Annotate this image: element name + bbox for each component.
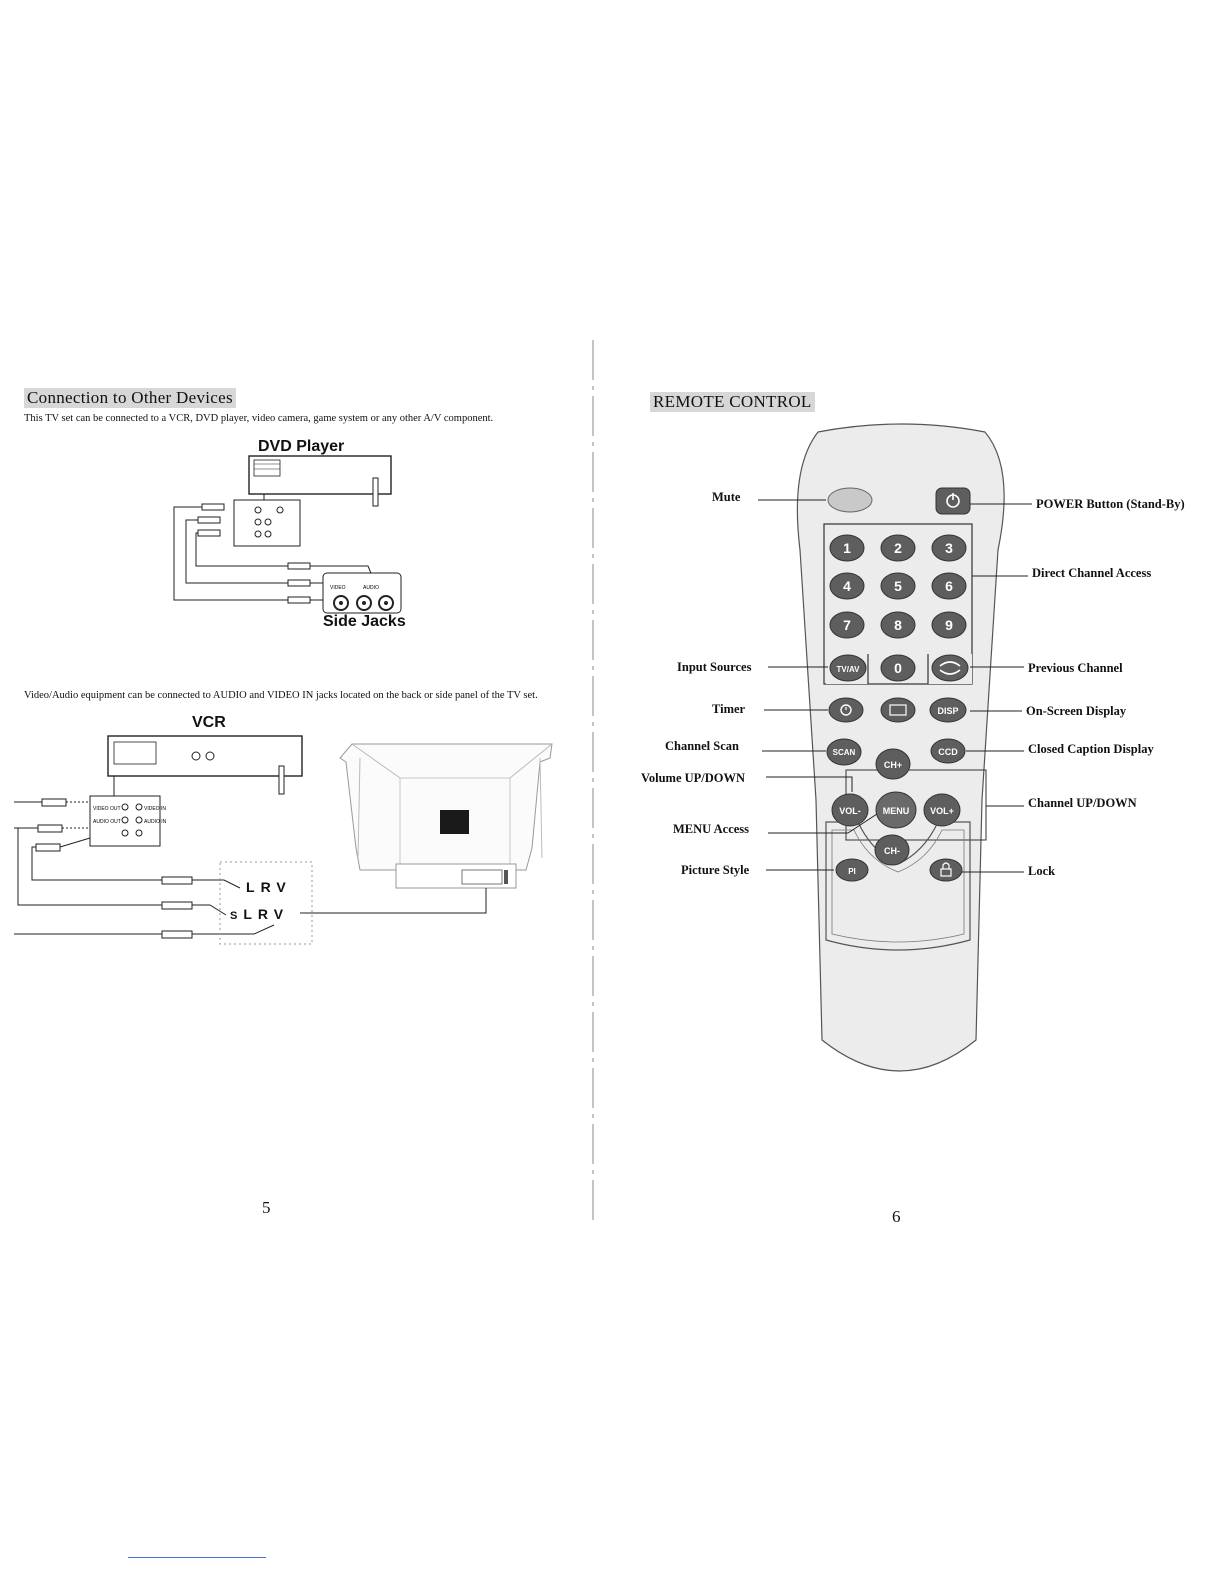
scan-button: SCAN [826,738,862,766]
digit-1-button[interactable]: 1 [829,534,865,562]
label-power: POWER Button (Stand-By) [1036,497,1185,511]
svg-text:PI: PI [848,867,856,876]
svg-text:4: 4 [843,578,851,594]
jack-row-1: LRV [246,879,292,895]
jack-row-2: SLRV [230,906,289,922]
svg-text:9: 9 [945,617,953,633]
svg-text:8: 8 [894,617,902,633]
picture-style-button: PI [835,858,869,882]
power-button [935,487,971,515]
digit-8-button[interactable]: 8 [880,611,916,639]
svg-text:CH-: CH- [884,846,900,856]
svg-text:5: 5 [894,578,902,594]
page-number-left: 5 [262,1198,271,1217]
label-channel-scan: Channel Scan [665,739,739,753]
footer-link-line [128,1557,266,1558]
side-jack-video-label: VIDEO [330,585,346,591]
dvd-player-title: DVD Player [258,438,345,455]
lock-button [929,858,963,882]
svg-text:VOL-: VOL- [839,806,861,816]
digit-7-button[interactable]: 7 [829,611,865,639]
jack-row1-l: L [246,879,261,895]
svg-text:MENU: MENU [883,806,910,816]
svg-text:1: 1 [843,540,851,556]
label-channel-updown: Channel UP/DOWN [1028,796,1137,810]
jack-row1-r: R [260,879,277,895]
digit-9-button[interactable]: 9 [931,611,967,639]
jack-row2-l: L [243,906,258,922]
tv-back-diagram [300,743,553,914]
vcr-paragraph: Video/Audio equipment can be connected t… [24,690,538,701]
digit-3-button[interactable]: 3 [931,534,967,562]
menu-button: MENU [875,791,917,829]
vcr-box [107,735,303,777]
vol-up-button: VOL+ [923,793,961,827]
jack-row2-r: R [257,906,274,922]
jack-row2-v: V [273,906,290,922]
label-mute: Mute [712,490,741,504]
vcr-connection-diagram: VIDEO OUT VIDEO IN AUDIO OUT AUDIO IN [14,735,313,945]
tv-port-block [440,810,469,834]
svg-text:0: 0 [894,660,902,676]
label-previous-channel: Previous Channel [1028,661,1123,675]
svg-text:CCD: CCD [938,747,958,757]
svg-text:6: 6 [945,578,953,594]
picture-mode-button [880,697,916,723]
page-number-right: 6 [892,1207,901,1226]
svg-text:TV/AV: TV/AV [837,665,861,674]
svg-text:7: 7 [843,617,851,633]
digit-5-button[interactable]: 5 [880,572,916,600]
label-picture-style: Picture Style [681,863,750,877]
label-menu-access: MENU Access [673,822,750,836]
ch-up-button: CH+ [875,748,911,780]
timer-button [828,697,864,723]
vcr-video-in-label: VIDEO IN [144,806,166,812]
section-heading-connection: Connection to Other Devices [24,388,236,408]
disp-button: DISP [929,697,967,723]
jack-row2-s: S [230,910,244,922]
label-lock: Lock [1028,864,1056,878]
svg-text:2: 2 [894,540,902,556]
label-closed-caption: Closed Caption Display [1028,742,1154,756]
side-jacks-label: Side Jacks [323,613,406,630]
digit-2-button[interactable]: 2 [880,534,916,562]
jack-row1-v: V [276,879,292,895]
digit-6-button[interactable]: 6 [931,572,967,600]
vol-down-button: VOL- [831,793,869,827]
intro-paragraph: This TV set can be connected to a VCR, D… [24,413,494,424]
section-heading-remote: REMOTE CONTROL [650,392,815,412]
vcr-video-out-label: VIDEO OUT [93,806,121,812]
page-divider [592,340,594,1220]
vcr-audio-out-label: AUDIO OUT [93,819,121,825]
mute-button [827,487,873,513]
previous-channel-button [931,654,969,682]
ccd-button: CCD [930,738,966,764]
remote-diagram: 1 2 3 4 5 6 7 8 9 0 TV/AV DISP SCAN CCD CH+ VOL- [758,423,1032,1072]
label-timer: Timer [712,702,746,716]
dvd-connection-diagram: VIDEO AUDIO [173,455,402,614]
tvav-button: TV/AV [829,654,867,682]
label-input-sources: Input Sources [677,660,752,674]
svg-text:SCAN: SCAN [833,748,856,757]
svg-text:DISP: DISP [937,706,958,716]
vcr-audio-in-label: AUDIO IN [144,819,167,825]
label-volume-updown: Volume UP/DOWN [641,771,746,785]
svg-text:VOL+: VOL+ [930,806,954,816]
label-direct-channel: Direct Channel Access [1032,566,1152,580]
ch-down-button: CH- [874,834,910,866]
side-jack-audio-label: AUDIO [363,585,379,591]
vcr-title: VCR [192,714,226,731]
svg-text:CH+: CH+ [884,760,902,770]
svg-text:3: 3 [945,540,953,556]
zero-button: 0 [880,654,916,682]
dvd-player-box [248,455,392,495]
label-on-screen-display: On-Screen Display [1026,704,1127,718]
digit-4-button[interactable]: 4 [829,572,865,600]
